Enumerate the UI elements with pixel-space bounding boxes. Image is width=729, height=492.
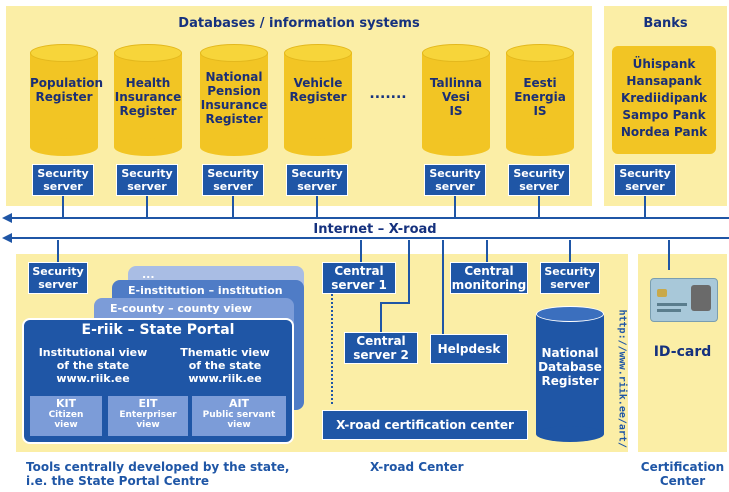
security-server: Security server <box>508 164 570 196</box>
security-server-connector <box>316 196 318 218</box>
security-server-connector <box>454 196 456 218</box>
database-label: Health Insurance Register <box>114 76 182 118</box>
id-card-label: ID-card <box>653 344 712 360</box>
database-cylinder: Population Register <box>30 44 104 156</box>
national-database-cylinder <box>536 306 604 442</box>
portal-tab-label: Citizen view <box>48 410 84 430</box>
database-label: Eesti Energia IS <box>514 76 566 118</box>
database-cylinder: Vehicle Register <box>284 44 352 156</box>
portal-tab-label: Public servant view <box>202 410 276 430</box>
security-server-connector <box>62 196 64 218</box>
security-server: Security server <box>286 164 348 196</box>
security-server: Security server <box>614 164 676 196</box>
caption-tools: Tools centrally developed by the state, … <box>26 460 290 488</box>
xroad-certification-center: X-road certification center <box>322 410 528 440</box>
banks-list: Ühispank Hansapank Krediidipank Sampo Pa… <box>620 57 708 139</box>
security-server-connector <box>538 196 540 218</box>
central-server-2: Central server 2 <box>344 332 418 364</box>
thematic-view-text: Thematic view of the state www.riik.ee <box>180 346 270 385</box>
database-cylinder: National Pension Insurance Register <box>200 44 268 156</box>
database-cylinder: Health Insurance Register <box>114 44 182 156</box>
connector-helpdesk <box>442 240 444 334</box>
security-server-connector <box>644 196 646 218</box>
connector-central-2-h <box>380 302 410 304</box>
caption-xroad: X-road Center <box>370 460 464 474</box>
banks-panel-title: Banks <box>643 16 688 31</box>
connector-portal <box>57 240 59 262</box>
database-label: Tallinna Vesi IS <box>429 76 483 118</box>
security-server-connector <box>232 196 234 218</box>
portal-tab-abbr: KIT <box>55 397 77 410</box>
security-server-connector <box>146 196 148 218</box>
network-label: Internet – X-road <box>300 222 450 237</box>
caption-certification: Certification Center <box>640 460 725 488</box>
database-cylinder: Eesti Energia IS <box>506 44 574 156</box>
id-card-image <box>650 278 718 322</box>
security-server: Security server <box>32 164 94 196</box>
national-database-label: National Database Register <box>538 346 602 388</box>
security-server-national-db: Security server <box>540 262 600 294</box>
state-portal-title: E-riik – State Portal <box>81 322 235 338</box>
portal-tab-abbr: AIT <box>228 397 250 410</box>
connector-monitoring <box>486 240 488 262</box>
institutional-view-text: Institutional view of the state www.riik… <box>38 346 148 385</box>
portal-tab-label: Enterpriser view <box>119 410 177 430</box>
database-label: National Pension Insurance Register <box>200 70 268 126</box>
security-server: Security server <box>202 164 264 196</box>
network-lines <box>2 213 729 243</box>
helpdesk: Helpdesk <box>430 334 508 364</box>
banks-box <box>612 46 716 154</box>
xroad-url: http://www.riik.ee/art/ <box>616 309 628 448</box>
security-server: Security server <box>424 164 486 196</box>
connector-central-2 <box>408 240 410 302</box>
central-server-1: Central server 1 <box>322 262 396 294</box>
portal-tab-abbr: EIT <box>138 397 158 410</box>
databases-panel-title: Databases / information systems <box>178 16 420 31</box>
connector-central-1 <box>360 240 362 262</box>
dotted-connector <box>331 294 333 404</box>
database-label: Population Register <box>30 76 104 104</box>
connector-id-card <box>668 240 670 270</box>
portal-card-more-label: ... <box>142 268 155 281</box>
database-label: Vehicle Register <box>289 76 347 104</box>
connector-national-db <box>569 240 571 262</box>
security-server-portal: Security server <box>28 262 88 294</box>
central-monitoring: Central monitoring <box>450 262 528 294</box>
security-server: Security server <box>116 164 178 196</box>
connector-central-2-v <box>380 302 382 332</box>
database-cylinder: Tallinna Vesi IS <box>422 44 490 156</box>
county-view-label: E-county – county view <box>110 302 252 315</box>
ellipsis-more-databases: ....... <box>369 86 407 102</box>
